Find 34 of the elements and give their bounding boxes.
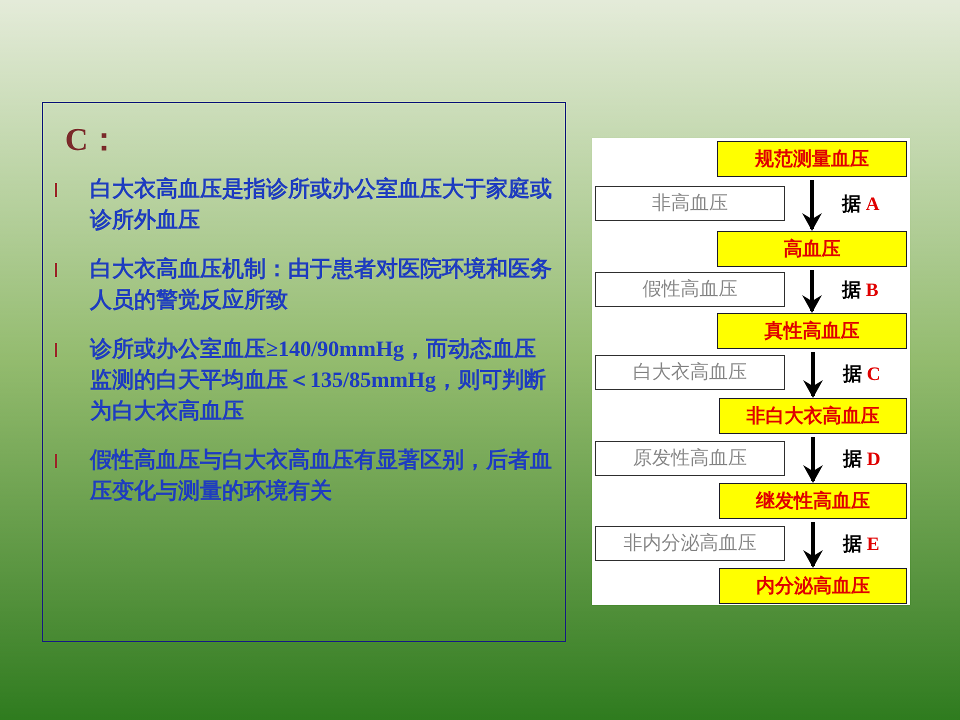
text-panel [42, 102, 566, 642]
box-text: 规范测量血压 [755, 146, 869, 172]
down-arrow [802, 180, 822, 231]
down-arrow [802, 270, 822, 313]
box-text: 真性高血压 [764, 318, 860, 344]
excluded-box [595, 272, 785, 307]
result-box [717, 141, 907, 177]
result-box [717, 231, 907, 267]
bullet-text: 白大衣高血压机制：由于患者对医院环境和医务人员的警觉反应所致 [90, 255, 552, 314]
result-box [719, 568, 907, 604]
excluded-box [595, 441, 785, 476]
bullet-text: 诊所或办公室血压≥140/90mmHg，而动态血压监测的白天平均血压＜135/85mmHg，则可判断为白大衣高血压 [90, 335, 547, 425]
excluded-box [595, 186, 785, 221]
panel-heading: C： [65, 120, 120, 159]
box-text: 高血压 [784, 236, 840, 262]
result-box [719, 398, 907, 434]
down-arrow [803, 352, 823, 398]
flowchart-card [592, 138, 910, 605]
bullet-text: 假性高血压与白大衣高血压有显著区别，后者血压变化与测量的环境有关 [90, 446, 552, 505]
box-text: 非高血压 [652, 191, 728, 216]
box-text: 白大衣高血压 [633, 360, 747, 386]
result-box [717, 313, 907, 349]
box-text: 继发性高血压 [756, 488, 870, 514]
box-text: 假性高血压 [642, 277, 738, 302]
down-arrow [803, 437, 823, 483]
excluded-box [595, 355, 785, 390]
excluded-box [595, 526, 785, 561]
box-text: 非白大衣高血压 [746, 404, 880, 429]
box-text: 原发性高血压 [633, 446, 747, 472]
box-text: 内分泌高血压 [756, 574, 870, 599]
result-box [719, 483, 907, 519]
down-arrow [803, 522, 823, 568]
box-text: 非内分泌高血压 [624, 531, 756, 556]
bullet-text: 白大衣高血压是指诊所或办公室血压大于家庭或诊所外血压 [90, 175, 552, 234]
